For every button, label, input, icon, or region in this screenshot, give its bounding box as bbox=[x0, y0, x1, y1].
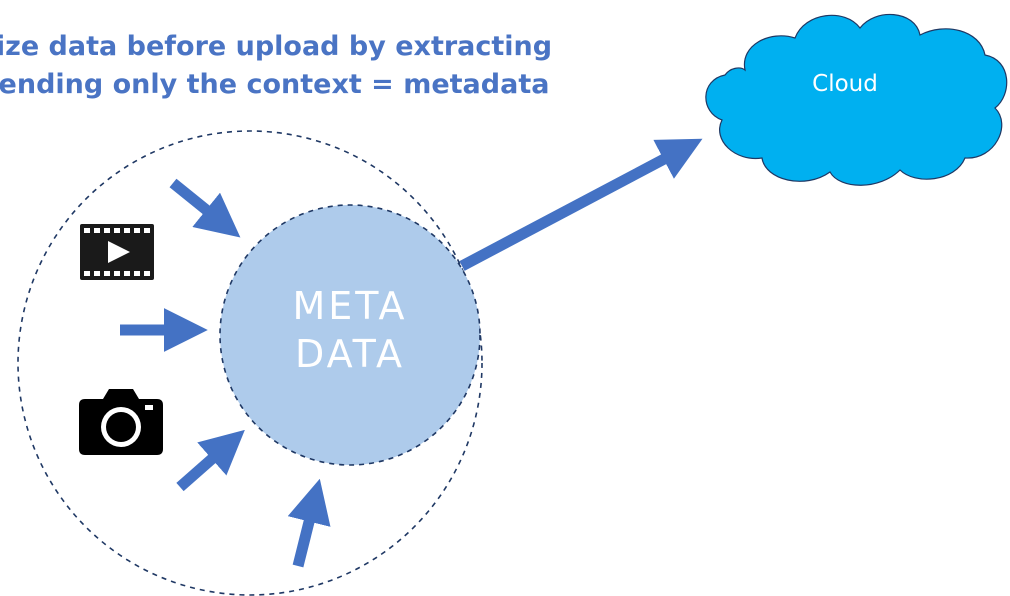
metadata-label-line-2: DATA bbox=[295, 332, 405, 376]
arrow-in-bottom-left bbox=[176, 429, 245, 492]
arrow-in-bottom bbox=[287, 478, 331, 568]
metadata-label: META DATA bbox=[248, 282, 452, 378]
headline: ize data before upload by extracting end… bbox=[0, 28, 594, 104]
cloud-label: Cloud bbox=[812, 71, 878, 97]
metadata-label-line-1: META bbox=[292, 284, 408, 328]
headline-line-1: ize data before upload by extracting bbox=[0, 31, 553, 62]
headline-line-2: ending only the context = metadata bbox=[0, 69, 550, 100]
metadata-circle bbox=[219, 204, 481, 466]
outer-boundary-circle bbox=[17, 130, 483, 596]
cloud-shape bbox=[705, 14, 1008, 186]
arrow-to-cloud bbox=[459, 138, 703, 271]
video-icon bbox=[80, 224, 154, 280]
arrow-in-top-left bbox=[169, 178, 241, 238]
camera-icon bbox=[79, 389, 163, 455]
